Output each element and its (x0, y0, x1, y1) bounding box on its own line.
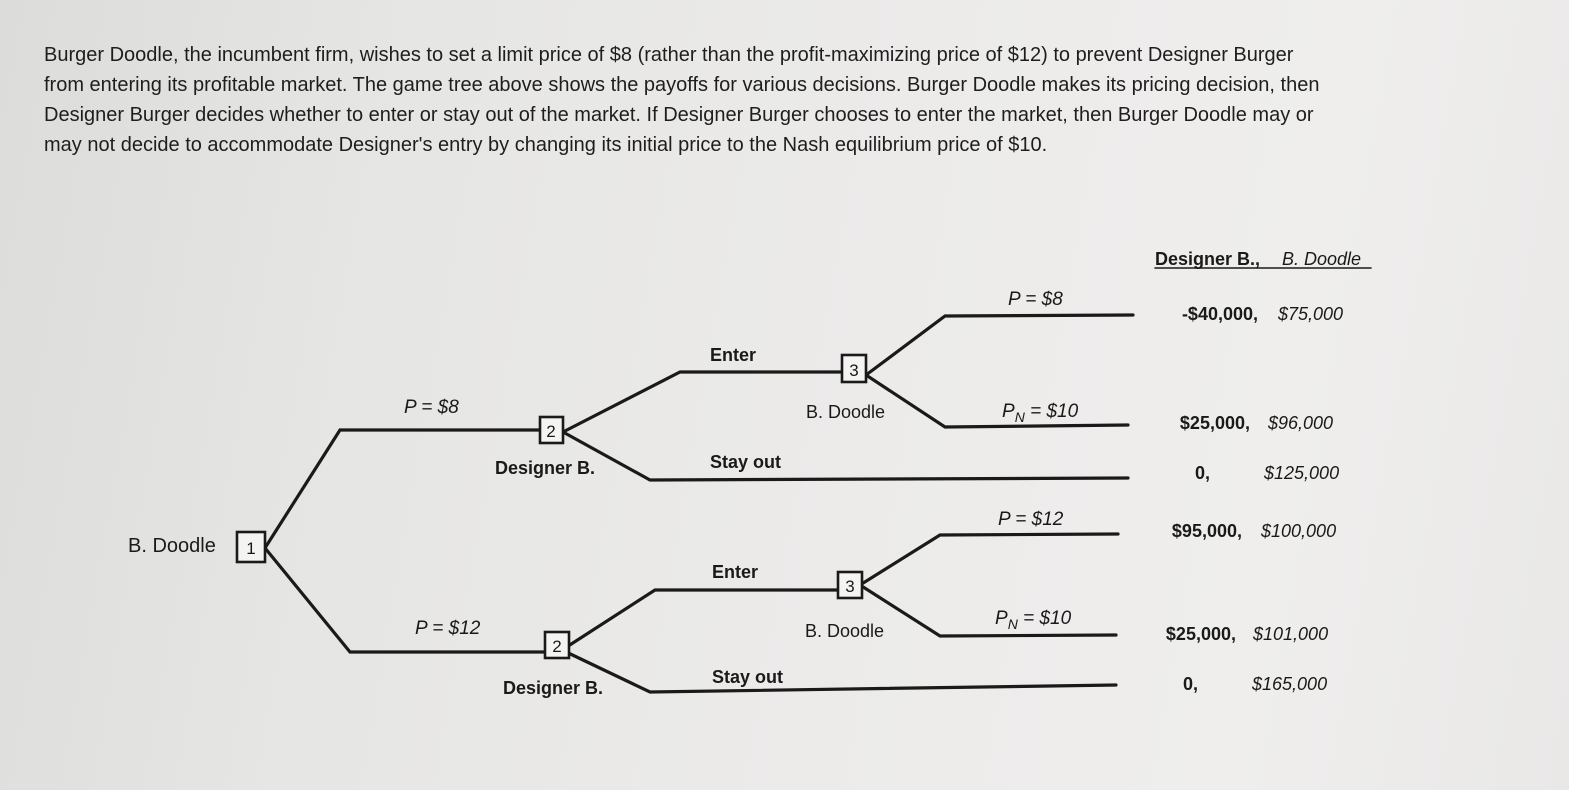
root-node-label: B. Doodle (128, 535, 216, 557)
upper-nash-price-rest: = $10 (1025, 401, 1079, 422)
paragraph-line-3: Designer Burger decides whether to enter… (44, 104, 1314, 126)
upper-enter-line (561, 370, 847, 434)
payoff-6-doodle: $165,000 (1251, 674, 1327, 694)
lower-stay-out-line (560, 648, 1118, 694)
lower-stay-out-label: Stay out (712, 667, 783, 687)
lower-doodle-node: 3 (836, 570, 864, 600)
branch-p8-line (263, 428, 547, 550)
problem-description: Burger Doodle, the incumbent firm, wishe… (44, 40, 1544, 160)
lower-nash-price-rest: = $10 (1018, 608, 1072, 629)
lower-nash-price-subscript: N (1008, 616, 1019, 632)
root-node-box (235, 530, 267, 564)
upper-doodle-node-number: 3 (849, 361, 858, 380)
lower-nash-line (858, 583, 1118, 638)
paragraph-line-1: Burger Doodle, the incumbent firm, wishe… (44, 44, 1294, 66)
lower-nash-price-main: P (995, 608, 1008, 629)
lower-enter-line (560, 588, 842, 652)
upper-top-price-label: P = $8 (1008, 289, 1063, 310)
upper-doodle-node-label: B. Doodle (806, 402, 885, 422)
payoff-4-designer: $95,000, (1172, 521, 1242, 541)
lower-enter-label: Enter (712, 562, 758, 582)
upper-doodle-node: 3 (840, 353, 868, 384)
upper-p8-line (864, 313, 1135, 377)
upper-stay-out-label: Stay out (710, 452, 781, 472)
payoff-3-designer: 0, (1195, 463, 1210, 483)
root-node: 1 (235, 530, 267, 564)
upper-designer-node-label: Designer B. (495, 458, 595, 478)
lower-doodle-node-box (836, 570, 864, 600)
upper-designer-node-box (538, 415, 565, 445)
upper-designer-node-number: 2 (546, 422, 555, 441)
payoff-1-designer: -$40,000, (1182, 304, 1258, 324)
branch-p12-label: P = $12 (415, 618, 481, 639)
upper-nash-price-label: PN = $10 (1002, 401, 1079, 425)
payoff-header-doodle: B. Doodle (1282, 249, 1361, 269)
branch-p12-line (263, 546, 547, 654)
paragraph-line-2: from entering its profitable market. The… (44, 74, 1320, 96)
payoff-5-doodle: $101,000 (1252, 624, 1328, 644)
lower-p12-line (858, 532, 1120, 587)
payoff-2-doodle: $96,000 (1267, 413, 1333, 433)
upper-nash-price-subscript: N (1015, 409, 1026, 425)
lower-nash-price-label: PN = $10 (995, 608, 1072, 632)
upper-doodle-node-box (840, 353, 868, 384)
lower-designer-node-number: 2 (552, 637, 561, 656)
payoff-4-doodle: $100,000 (1260, 521, 1336, 541)
upper-nash-line (864, 373, 1130, 429)
payoff-2-designer: $25,000, (1180, 413, 1250, 433)
payoff-6-designer: 0, (1183, 674, 1198, 694)
lower-doodle-node-label: B. Doodle (805, 621, 884, 641)
lower-designer-node: 2 (543, 630, 571, 660)
upper-designer-node: 2 (538, 415, 565, 445)
lower-top-price-label: P = $12 (998, 509, 1064, 530)
lower-designer-node-label: Designer B. (503, 678, 603, 698)
payoff-header-designer: Designer B., (1155, 249, 1260, 269)
root-node-number: 1 (246, 539, 255, 558)
payoff-5-designer: $25,000, (1166, 624, 1236, 644)
paragraph-line-4: may not decide to accommodate Designer's… (44, 134, 1048, 156)
lower-designer-node-box (543, 630, 571, 660)
payoff-3-doodle: $125,000 (1263, 463, 1339, 483)
upper-enter-label: Enter (710, 345, 756, 365)
branch-p8-label: P = $8 (404, 397, 459, 418)
lower-doodle-node-number: 3 (845, 577, 854, 596)
upper-stay-out-line (561, 430, 1130, 482)
payoff-1-doodle: $75,000 (1277, 304, 1343, 324)
upper-nash-price-main: P (1002, 401, 1015, 422)
